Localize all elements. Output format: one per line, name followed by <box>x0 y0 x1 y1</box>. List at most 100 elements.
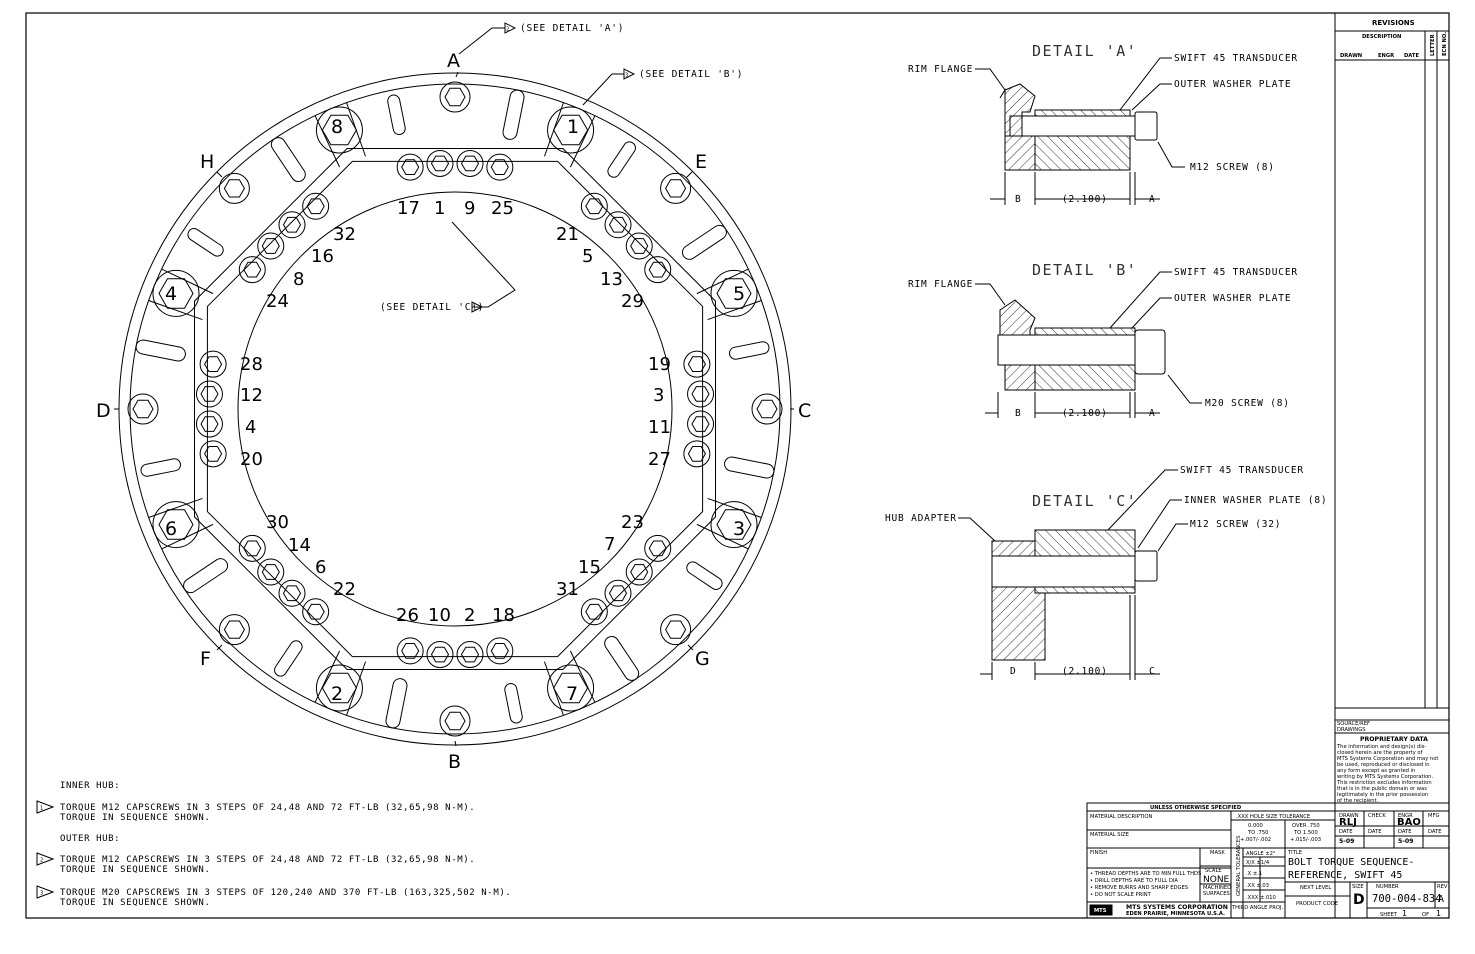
letter-d: D <box>96 400 111 422</box>
outer-small-bolt-hex <box>223 620 245 639</box>
outer-bolt-ring <box>547 664 595 712</box>
outer-bolt-ring <box>152 269 200 317</box>
outer-bolt-2: 2 <box>331 683 343 705</box>
seq-19: 19 <box>648 354 671 375</box>
inner-bolt-ring <box>302 192 330 220</box>
detail-c-screw: M12 SCREW (32) <box>1190 519 1281 530</box>
outer-small-bolt-ring <box>660 614 692 646</box>
tb-tol-b3: +.015/-.003 <box>1290 837 1321 843</box>
outer-small-bolt-hex <box>665 179 687 198</box>
outer-bolt-ring <box>710 501 758 549</box>
tb-tol-b1: OVER .750 <box>1292 823 1320 829</box>
tb-tol-b2: TO 1.500 <box>1293 830 1318 836</box>
outer-slots <box>135 89 775 729</box>
inner-bolt-hex <box>460 155 480 172</box>
tb-number-label: NUMBER <box>1376 884 1399 890</box>
letter-h: H <box>200 151 214 173</box>
svg-text:closed herein are the property: closed herein are the property of <box>1337 750 1423 756</box>
callout-flag-c: 1 <box>471 301 484 313</box>
tb-unless: UNLESS OTHERWISE SPECIFIED <box>1150 805 1242 811</box>
svg-text:1: 1 <box>473 306 476 312</box>
tb-bullet-2: • DRILL DEPTHS ARE TO FULL DIA <box>1090 878 1178 884</box>
tb-size: D <box>1353 892 1365 908</box>
detail-c <box>958 469 1188 680</box>
web-line <box>569 650 596 703</box>
inner-bolt-ring <box>644 256 672 284</box>
inner-bolt-hex <box>687 446 706 462</box>
tb-scale: NONE <box>1203 875 1230 885</box>
inner-bolt-ring <box>456 149 484 177</box>
letter-a: A <box>447 50 460 72</box>
seq-18: 18 <box>492 605 515 626</box>
detail-a-dim-mid: (2.100) <box>1062 194 1108 205</box>
web-line <box>148 300 203 321</box>
tb-date-label-1: DATE <box>1339 829 1353 835</box>
inner-octagon <box>206 160 704 658</box>
detail-b-title: DETAIL 'B' <box>1032 261 1137 279</box>
detail-a-washer: OUTER WASHER PLATE <box>1174 79 1291 90</box>
inner-bolt-hex <box>608 216 628 233</box>
inner-bolt-ring <box>687 380 715 408</box>
revisions-date: DATE <box>1404 53 1419 59</box>
inner-bolt-ring <box>580 598 608 626</box>
detail-c-hub: HUB ADAPTER <box>885 513 957 524</box>
tb-title-label: TITLE <box>1287 850 1302 856</box>
detail-a <box>975 57 1185 205</box>
seq-13: 13 <box>600 269 623 290</box>
seq-23: 23 <box>621 512 644 533</box>
svg-text:This restriction excludes info: This restriction excludes information <box>1336 780 1432 786</box>
seq-27: 27 <box>648 449 671 470</box>
seq-28: 28 <box>240 354 263 375</box>
tb-engr: BAO <box>1397 817 1421 828</box>
note3-line1: TORQUE M20 CAPSCREWS IN 3 STEPS OF 120,2… <box>60 888 511 898</box>
outer-bolt-3: 3 <box>733 518 745 540</box>
web-line <box>161 523 214 550</box>
tb-general: GENERAL TOLERANCES <box>1236 836 1242 896</box>
callout-leaders <box>451 27 624 308</box>
outer-bolt-ring <box>315 106 363 154</box>
tb-mask: MASK <box>1210 850 1225 856</box>
inner-bolt-ring <box>199 350 227 378</box>
outer-small-bolt-ring <box>127 393 159 425</box>
inner-bolt-ring <box>687 410 715 438</box>
seq-20: 20 <box>240 449 263 470</box>
tb-surfaces: SURFACES <box>1203 891 1230 897</box>
svg-text:3: 3 <box>625 73 628 79</box>
outer-slot-b <box>140 458 181 477</box>
detail-b-dim-mid: (2.100) <box>1062 408 1108 419</box>
inner-bolt-ring <box>278 211 306 239</box>
letter-b: B <box>448 751 461 773</box>
callout-flag-a: 2 <box>504 22 517 34</box>
tb-sheets: 1 <box>1436 909 1441 918</box>
inner-bolt-ring <box>396 637 424 665</box>
inner-bolt-ring <box>604 211 632 239</box>
inner-sequence-numbers: 17 1 9 25 21 5 13 29 19 3 11 27 23 7 15 … <box>240 198 671 626</box>
web-line <box>569 115 596 168</box>
inner-bolt-ring <box>238 256 266 284</box>
tb-machined: MACHINED <box>1203 885 1231 891</box>
sheet-border <box>25 12 1450 919</box>
svg-text:that is in the public domain o: that is in the public domain or was <box>1337 786 1427 792</box>
revisions-drawn: DRAWN <box>1340 53 1362 59</box>
inner-bolt-hex <box>401 643 420 659</box>
inner-bolt-hex <box>490 159 509 175</box>
inner-bore-circle <box>237 191 673 627</box>
inner-bolt-hex <box>243 540 262 557</box>
spoke-webs <box>148 102 762 716</box>
tb-address: EDEN PRAIRIE, MINNESOTA U.S.A. <box>1126 911 1225 917</box>
outer-slot-b <box>504 683 523 724</box>
detail-c-dim-mid: (2.100) <box>1062 666 1108 677</box>
proprietary-text: The information and design(s) dis- close… <box>1336 744 1438 804</box>
detail-b-washer: OUTER WASHER PLATE <box>1174 293 1291 304</box>
inner-bolt-ring <box>257 558 285 586</box>
seq-8: 8 <box>293 269 304 290</box>
tb-date-engr: 5-09 <box>1398 838 1413 845</box>
detail-b-transducer: SWIFT 45 TRANSDUCER <box>1174 267 1298 278</box>
inner-bolt-hex <box>261 564 280 580</box>
seq-2: 2 <box>464 605 475 626</box>
tb-hole-tol: .XXX HOLE SIZE TOLERANCE <box>1236 814 1310 820</box>
outer-bolt-hex <box>158 278 194 309</box>
outer-bolt-hex <box>321 114 357 146</box>
seq-6: 6 <box>315 557 326 578</box>
inner-bolt-hex <box>430 155 450 172</box>
